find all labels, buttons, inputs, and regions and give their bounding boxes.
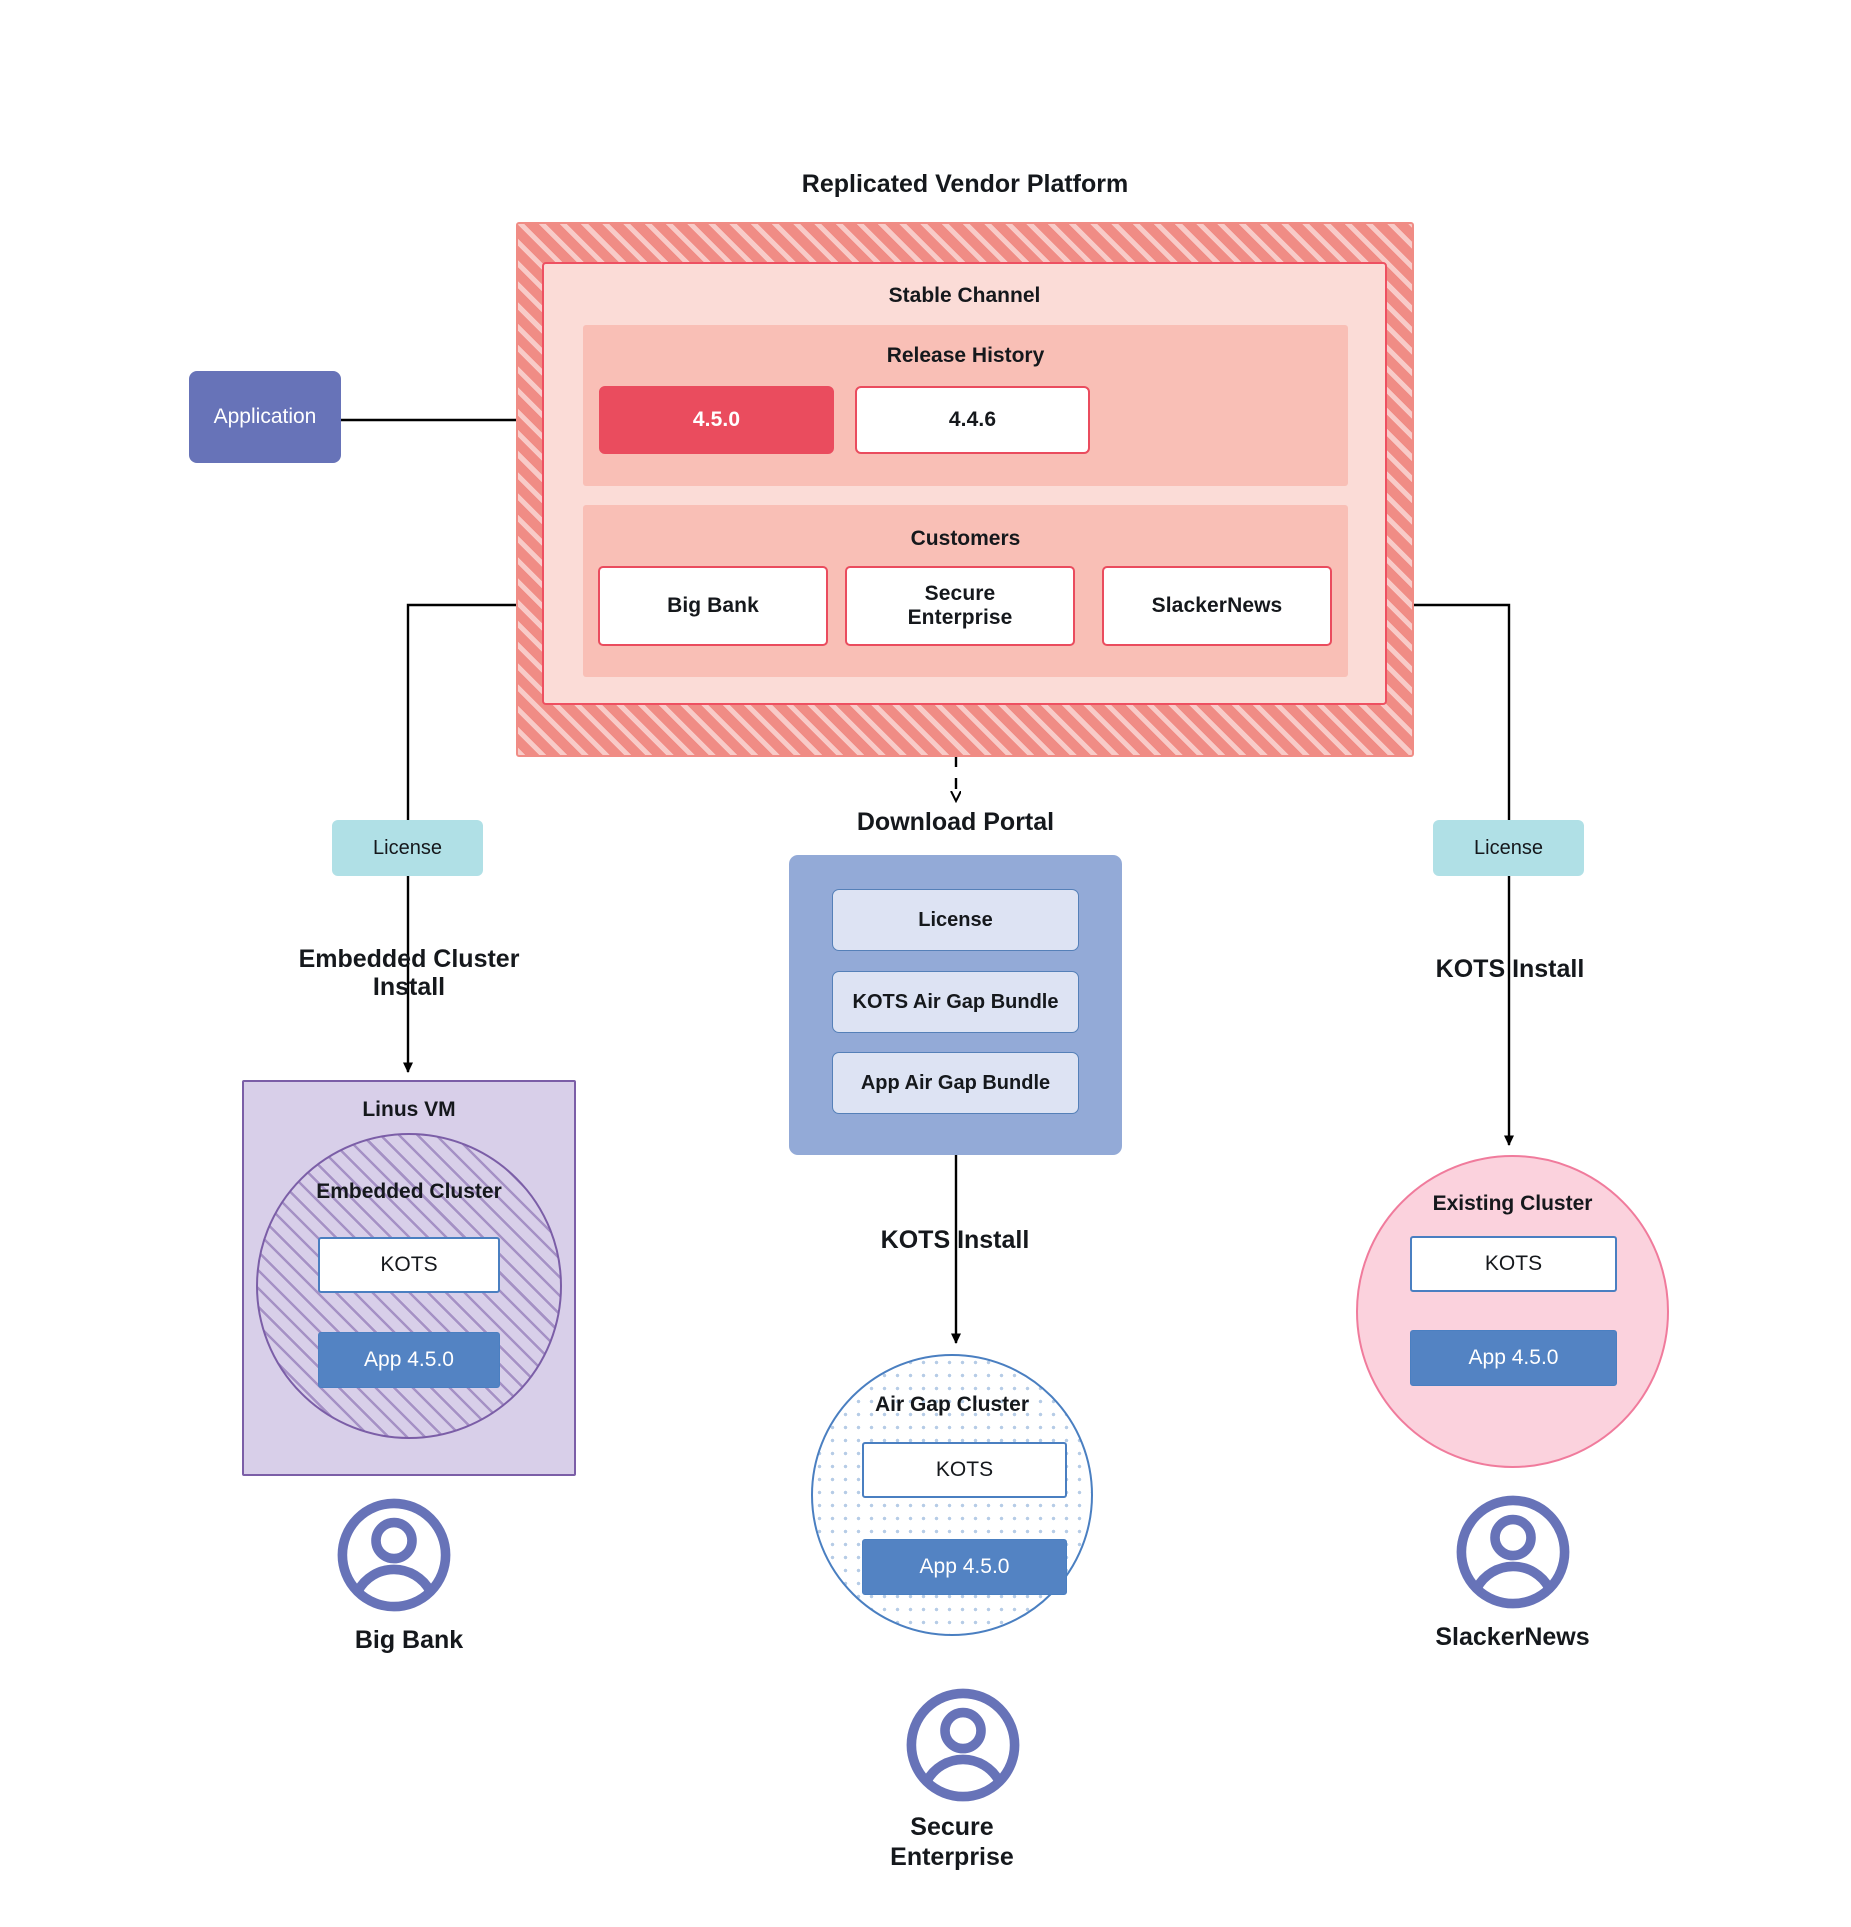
download-item-license[interactable]: License [832, 889, 1079, 951]
license-chip-right[interactable]: License [1433, 820, 1584, 876]
release-history-title: Release History [886, 344, 1045, 367]
kots-node-center[interactable]: KOTS [862, 1442, 1067, 1498]
existing-cluster-label: Existing Cluster [1432, 1192, 1593, 1215]
stable-channel-title: Stable Channel [888, 284, 1041, 307]
persona-label-slacker-news: SlackerNews [1435, 1623, 1590, 1651]
embedded-cluster-circle [256, 1133, 562, 1439]
user-avatar-icon [1456, 1495, 1570, 1609]
flow-label-line1: Embedded Cluster [298, 945, 520, 973]
persona-label-big-bank: Big Bank [354, 1626, 464, 1654]
customer-card-line1: Secure [924, 582, 996, 605]
download-item-app-air-gap-bundle[interactable]: App Air Gap Bundle [832, 1052, 1079, 1114]
flow-label-kots-install-center: KOTS Install [880, 1226, 1030, 1254]
user-avatar-icon [906, 1688, 1020, 1802]
download-item-kots-air-gap-bundle[interactable]: KOTS Air Gap Bundle [832, 971, 1079, 1033]
flow-label-embedded-cluster-install: Embedded Cluster Install [232, 945, 586, 1001]
license-chip-left[interactable]: License [332, 820, 483, 876]
kots-node-right[interactable]: KOTS [1410, 1236, 1617, 1292]
flow-label-line2: Install [372, 973, 446, 1001]
kots-node-left[interactable]: KOTS [318, 1237, 500, 1293]
existing-cluster-circle [1356, 1155, 1669, 1468]
persona-label-line1: Secure [910, 1813, 994, 1841]
user-avatar-icon [337, 1498, 451, 1612]
application-node[interactable]: Application [189, 371, 341, 463]
release-card-4-4-6[interactable]: 4.4.6 [855, 386, 1090, 454]
air-gap-cluster-label: Air Gap Cluster [874, 1393, 1030, 1416]
customer-card-slacker-news[interactable]: SlackerNews [1102, 566, 1332, 646]
customers-title: Customers [910, 527, 1021, 550]
release-card-4-5-0[interactable]: 4.5.0 [599, 386, 834, 454]
app-node-left[interactable]: App 4.5.0 [318, 1332, 500, 1388]
app-node-center[interactable]: App 4.5.0 [862, 1539, 1067, 1595]
customer-card-big-bank[interactable]: Big Bank [598, 566, 828, 646]
embedded-cluster-label: Embedded Cluster [316, 1180, 502, 1203]
customer-card-line2: Enterprise [907, 606, 1013, 629]
download-portal-title: Download Portal [856, 808, 1055, 836]
flow-label-kots-install-right: KOTS Install [1435, 955, 1585, 983]
linux-vm-label: Linus VM [362, 1098, 456, 1121]
page-title: Replicated Vendor Platform [801, 170, 1129, 198]
persona-label-line2: Enterprise [890, 1843, 1014, 1871]
persona-label-secure-enterprise: Secure Enterprise [811, 1812, 1093, 1872]
app-node-right[interactable]: App 4.5.0 [1410, 1330, 1617, 1386]
customer-card-secure-enterprise[interactable]: Secure Enterprise [845, 566, 1075, 646]
